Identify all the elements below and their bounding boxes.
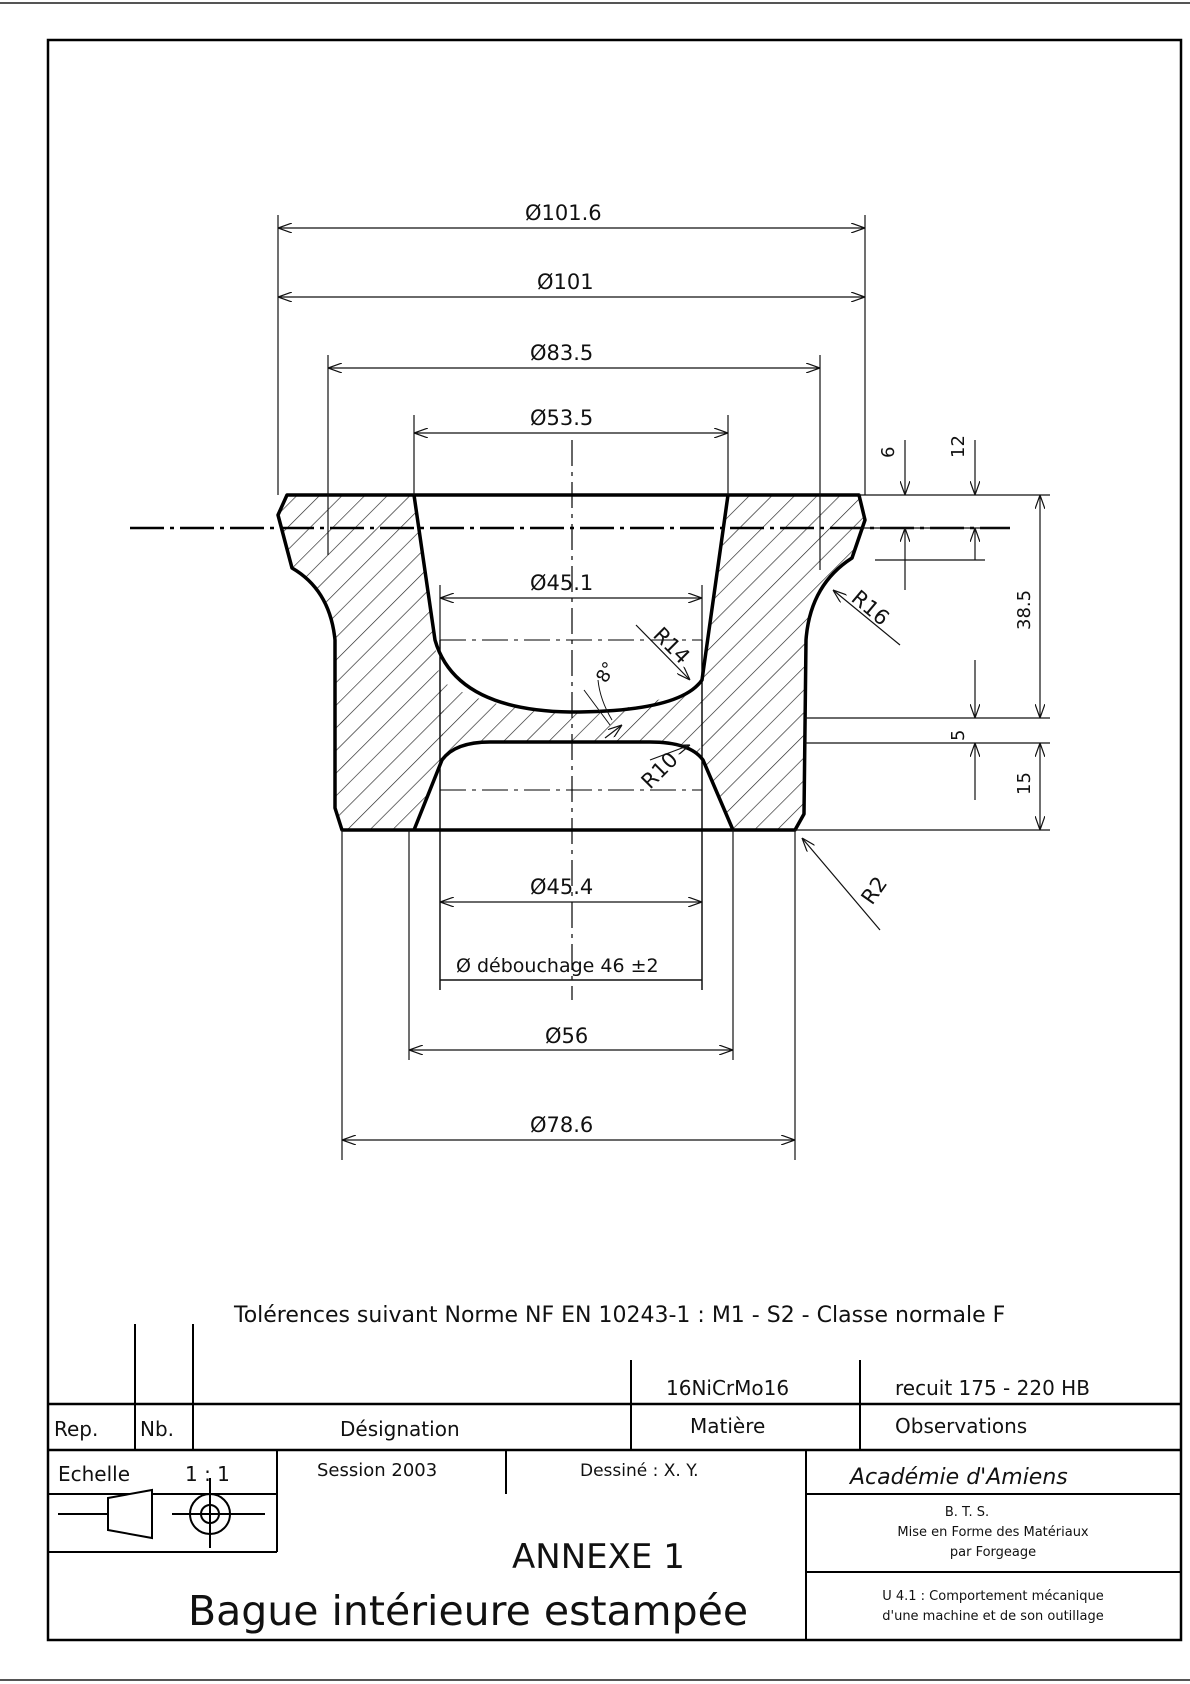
dim-d101-6: Ø101.6 <box>525 201 602 225</box>
scale-value: 1 : 1 <box>185 1462 230 1486</box>
tolerance-note: Tolérences suivant Norme NF EN 10243-1 :… <box>233 1303 1005 1328</box>
bts-line2: Mise en Forme des Matériaux <box>897 1525 1089 1540</box>
header-designation: Désignation <box>340 1417 460 1441</box>
header-matiere: Matière <box>690 1414 765 1438</box>
dim-d101: Ø101 <box>537 270 594 294</box>
dim-debouchage: Ø débouchage 46 ±2 <box>456 955 659 977</box>
unit-line2: d'une machine et de son outillage <box>882 1609 1103 1624</box>
dim-r2: R2 <box>856 872 892 909</box>
bts-line3: par Forgeage <box>950 1545 1036 1560</box>
dim-d83-5: Ø83.5 <box>530 341 593 365</box>
scale-label: Echelle <box>58 1462 130 1486</box>
projection-symbol-icon <box>58 1478 265 1548</box>
left-section-hatch <box>278 495 444 830</box>
dim-h12: 12 <box>948 435 969 458</box>
header-nb: Nb. <box>140 1417 174 1441</box>
dim-d53-5: Ø53.5 <box>530 406 593 430</box>
dim-angle: 8° <box>592 658 620 686</box>
vertical-dimension-texts: 6 12 38.5 5 15 <box>878 435 1035 795</box>
radius-leaders <box>583 590 901 931</box>
drawing-frame <box>46 38 1183 1642</box>
diameter-dimension-texts: Ø101.6 Ø101 Ø83.5 Ø53.5 Ø45.1 Ø45.4 Ø dé… <box>456 201 659 1137</box>
dim-d56: Ø56 <box>545 1024 588 1048</box>
dim-r16: R16 <box>847 585 894 630</box>
session: Session 2003 <box>317 1460 437 1481</box>
title-block <box>48 1324 1181 1640</box>
lower-cavity <box>412 740 735 831</box>
dim-d78-6: Ø78.6 <box>530 1113 593 1137</box>
annex-title: ANNEXE 1 <box>512 1537 685 1577</box>
dim-h6: 6 <box>878 447 899 458</box>
outer-contour <box>276 493 867 832</box>
dim-h38-5: 38.5 <box>1014 590 1035 630</box>
diameter-dimensions <box>277 215 866 1160</box>
vertical-dimensions <box>795 440 1050 831</box>
dim-d45-1: Ø45.1 <box>530 571 593 595</box>
dim-r10: R10 <box>637 747 683 793</box>
dim-r14: R14 <box>648 623 694 669</box>
upper-cavity <box>412 494 730 714</box>
part-name: Bague intérieure estampée <box>188 1587 748 1635</box>
part-section <box>130 440 1010 1000</box>
dim-d45-4: Ø45.4 <box>530 875 593 899</box>
drawn-by: Dessiné : X. Y. <box>580 1461 699 1481</box>
bts-line1: B. T. S. <box>945 1505 989 1520</box>
header-observations: Observations <box>895 1414 1027 1438</box>
right-section-hatch <box>700 495 865 830</box>
dim-h5: 5 <box>948 730 969 741</box>
academy: Académie d'Amiens <box>848 1465 1068 1490</box>
header-rep: Rep. <box>54 1417 98 1441</box>
unit-line1: U 4.1 : Comportement mécanique <box>882 1589 1104 1604</box>
material-value: 16NiCrMo16 <box>666 1376 789 1400</box>
web-section-hatch <box>440 680 702 760</box>
dim-h15: 15 <box>1014 772 1035 795</box>
observations-value: recuit 175 - 220 HB <box>895 1376 1090 1400</box>
title-block-texts: 16NiCrMo16 recuit 175 - 220 HB Rep. Nb. … <box>54 1376 1104 1635</box>
